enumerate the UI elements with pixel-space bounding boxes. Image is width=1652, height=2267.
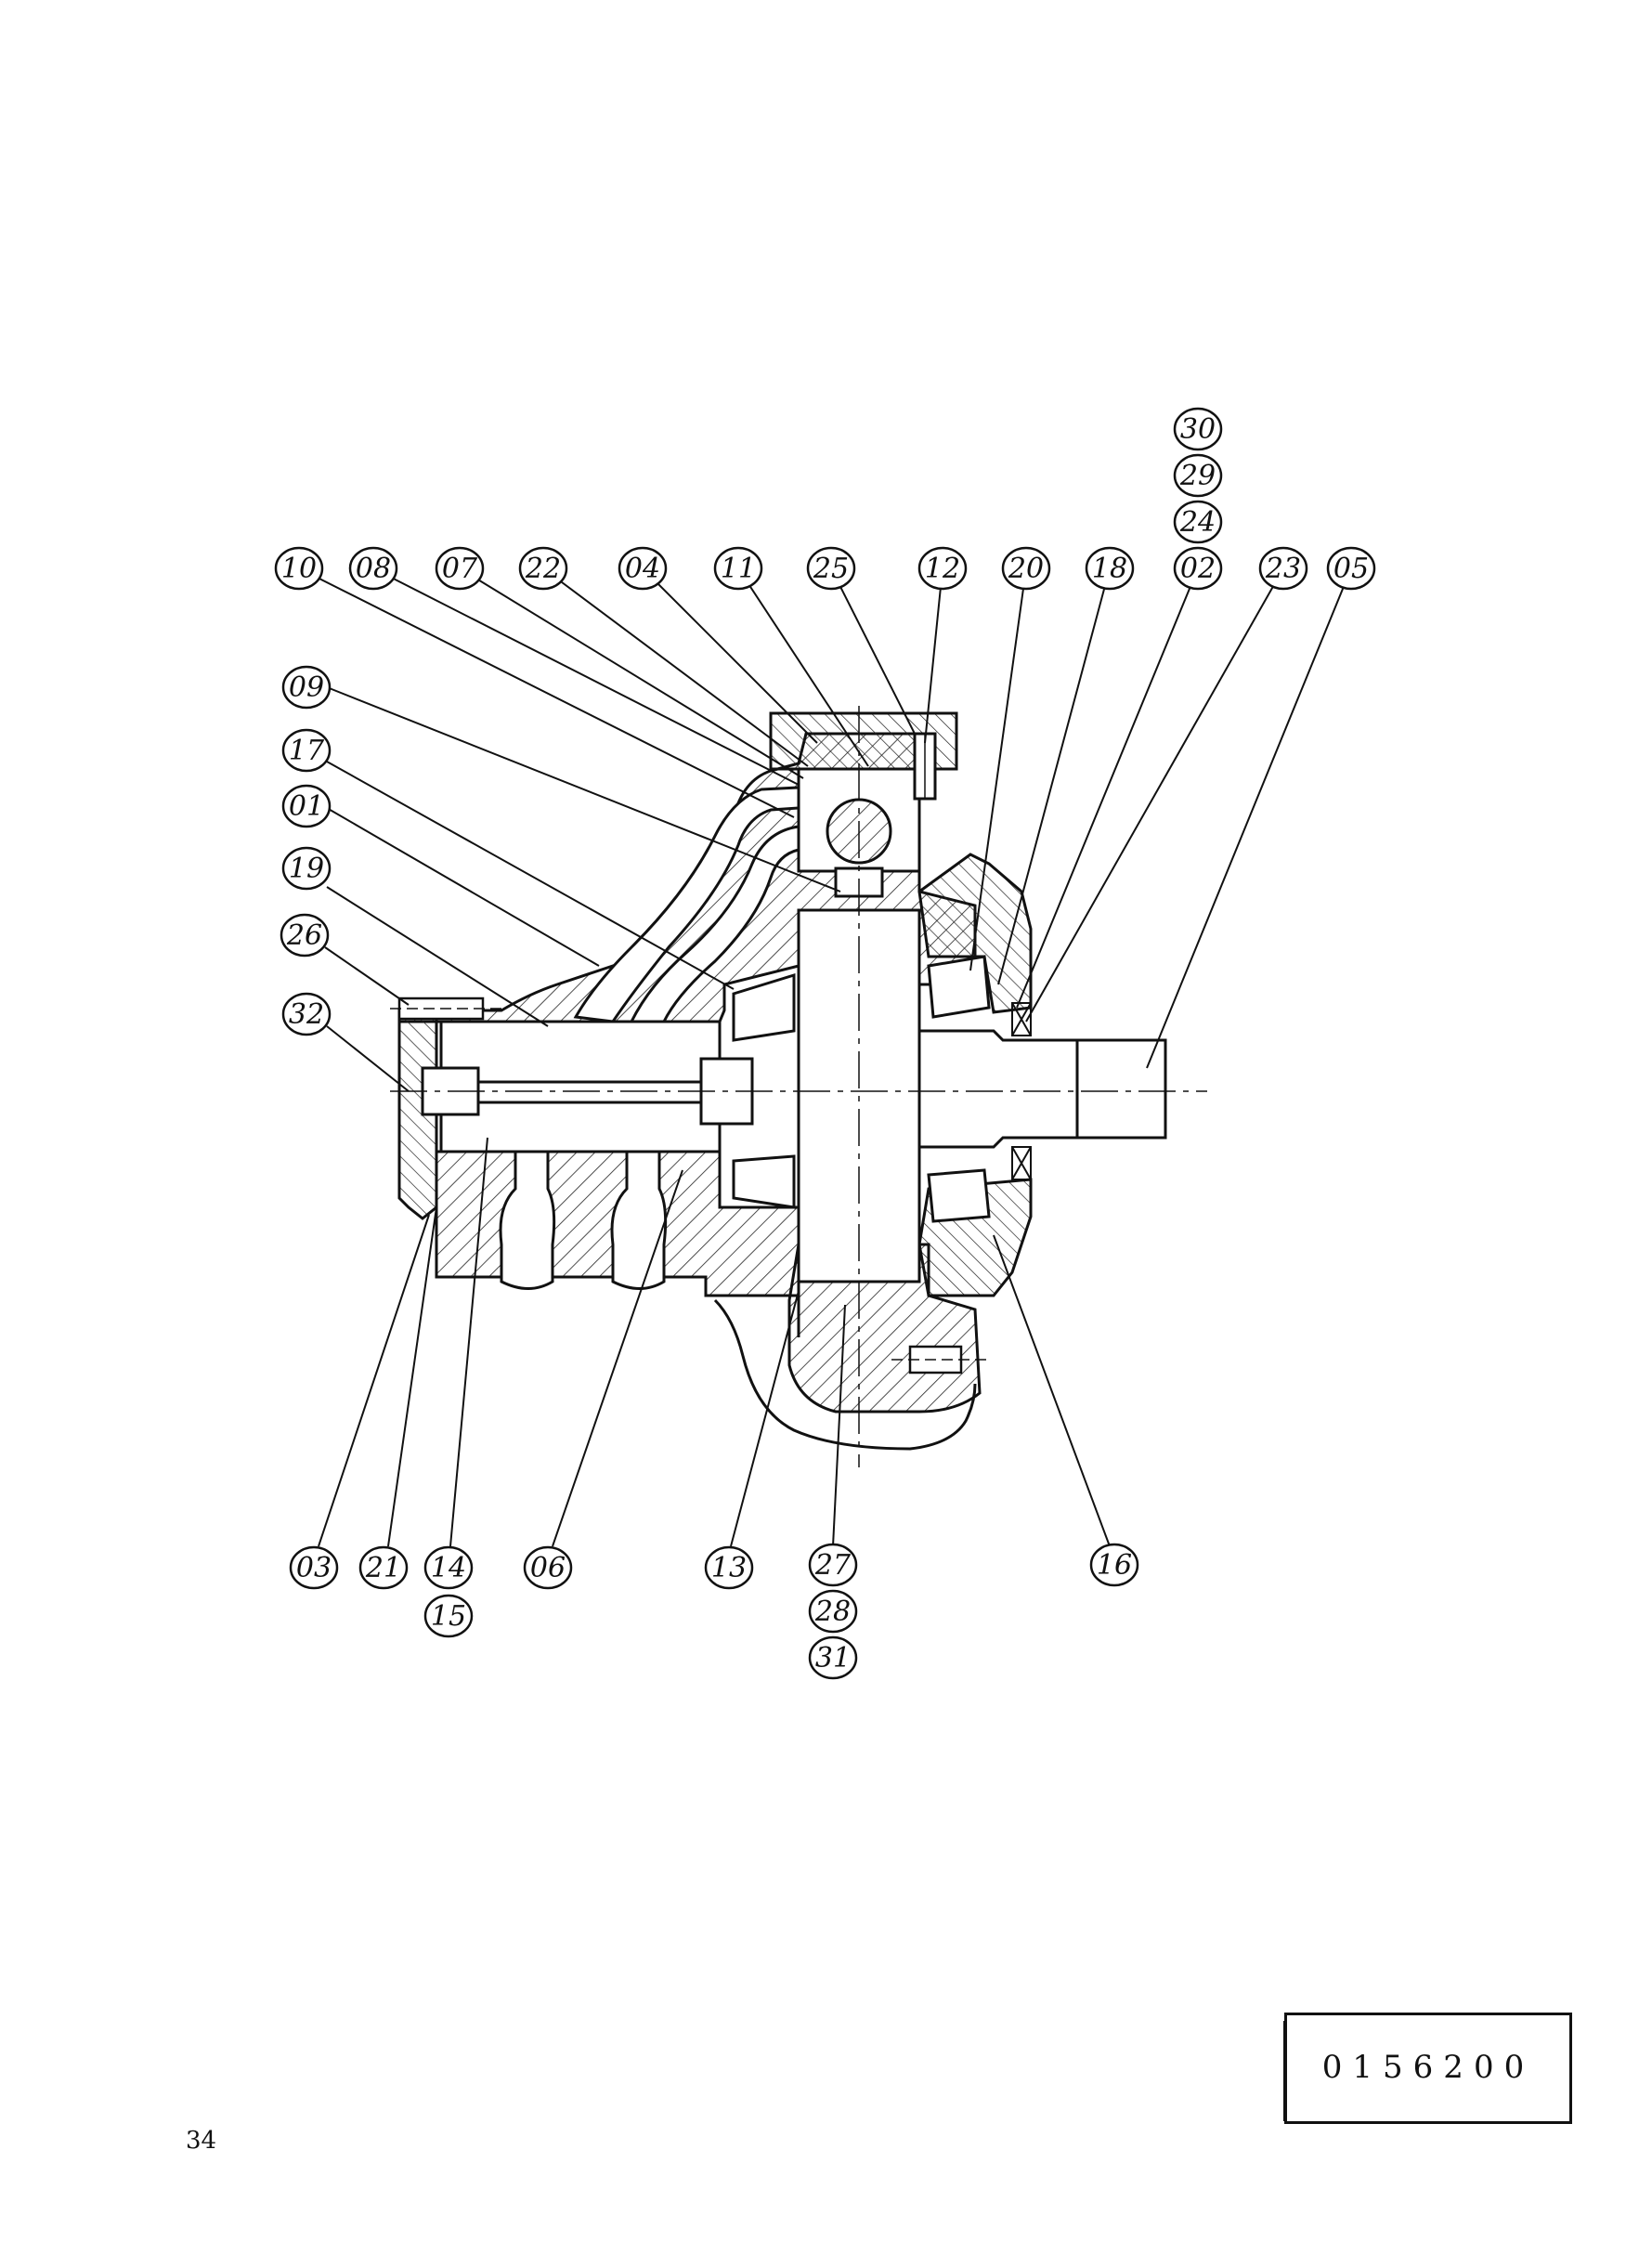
svg-text:18: 18 (1092, 553, 1127, 585)
svg-text:12: 12 (925, 553, 960, 585)
svg-text:17: 17 (289, 735, 325, 767)
seal-rings (1011, 1002, 1032, 1180)
leader-lines (298, 567, 1352, 1547)
callout-06: 06 (523, 1545, 573, 1590)
callout-32: 32 (281, 992, 332, 1036)
callout-22: 22 (518, 546, 568, 591)
svg-text:16: 16 (1097, 1549, 1132, 1582)
svg-text:27: 27 (814, 1549, 852, 1582)
callout-20: 20 (1001, 546, 1051, 591)
callout-15: 15 (423, 1594, 474, 1638)
svg-text:24: 24 (1179, 506, 1216, 539)
svg-text:06: 06 (530, 1552, 566, 1584)
valve-block (769, 711, 958, 898)
svg-text:28: 28 (814, 1596, 851, 1628)
svg-text:30: 30 (1180, 413, 1216, 446)
callout-12: 12 (917, 546, 968, 591)
callout-01: 01 (281, 784, 332, 828)
svg-text:02: 02 (1180, 553, 1216, 585)
svg-text:21: 21 (365, 1552, 401, 1584)
svg-text:11: 11 (721, 553, 756, 585)
callout-08: 08 (348, 546, 398, 591)
svg-text:09: 09 (289, 671, 324, 704)
svg-text:20: 20 (1008, 553, 1044, 585)
part-code: 0156200 (1321, 2049, 1535, 2086)
callout-09: 09 (281, 665, 332, 710)
callout-19: 19 (281, 846, 332, 891)
bolts (390, 997, 989, 1375)
svg-text:10: 10 (281, 553, 317, 585)
svg-text:01: 01 (289, 790, 324, 823)
callout-03: 03 (289, 1545, 339, 1590)
svg-text:32: 32 (289, 998, 324, 1031)
callout-13: 13 (704, 1545, 754, 1590)
callout-21: 21 (358, 1545, 409, 1590)
svg-text:08: 08 (356, 553, 391, 585)
callout-balloons: 10 08 07 22 04 11 25 12 20 18 02 23 05 3… (274, 407, 1376, 1680)
svg-text:31: 31 (815, 1642, 851, 1674)
callout-16: 16 (1089, 1543, 1139, 1587)
center-lines (390, 706, 1207, 1467)
svg-text:15: 15 (431, 1600, 466, 1633)
svg-text:07: 07 (442, 553, 478, 585)
svg-text:03: 03 (296, 1552, 332, 1584)
housing-outline (713, 1296, 977, 1451)
callout-23: 23 (1258, 546, 1308, 591)
svg-text:29: 29 (1179, 460, 1216, 492)
callout-26: 26 (280, 913, 330, 958)
callout-14: 14 (423, 1545, 474, 1590)
svg-text:13: 13 (711, 1552, 747, 1584)
shaft-assembly (421, 908, 1167, 1283)
svg-text:22: 22 (525, 553, 561, 585)
callout-11: 11 (713, 546, 763, 591)
svg-text:26: 26 (286, 919, 322, 952)
callout-18: 18 (1085, 546, 1135, 591)
callout-04: 04 (618, 546, 668, 591)
svg-text:23: 23 (1265, 553, 1301, 585)
svg-text:14: 14 (431, 1552, 466, 1584)
callout-27: 27 (808, 1543, 858, 1587)
callout-31: 31 (808, 1635, 858, 1680)
callout-02: 02 (1173, 546, 1223, 591)
callout-29: 29 (1173, 453, 1223, 498)
callout-30: 30 (1173, 407, 1223, 451)
svg-text:25: 25 (813, 553, 849, 585)
callout-24: 24 (1173, 500, 1223, 544)
callout-25: 25 (806, 546, 856, 591)
svg-text:04: 04 (625, 553, 660, 585)
svg-text:19: 19 (289, 853, 324, 885)
callout-28: 28 (808, 1589, 858, 1634)
svg-text:05: 05 (1333, 553, 1369, 585)
callout-07: 07 (435, 546, 485, 591)
callout-17: 17 (281, 728, 332, 773)
page-number: 34 (186, 2127, 217, 2155)
part-code-box: 0156200 (1283, 2013, 1572, 2124)
callout-05: 05 (1326, 546, 1376, 591)
lower-ports (499, 1150, 668, 1290)
callout-10: 10 (274, 546, 324, 591)
